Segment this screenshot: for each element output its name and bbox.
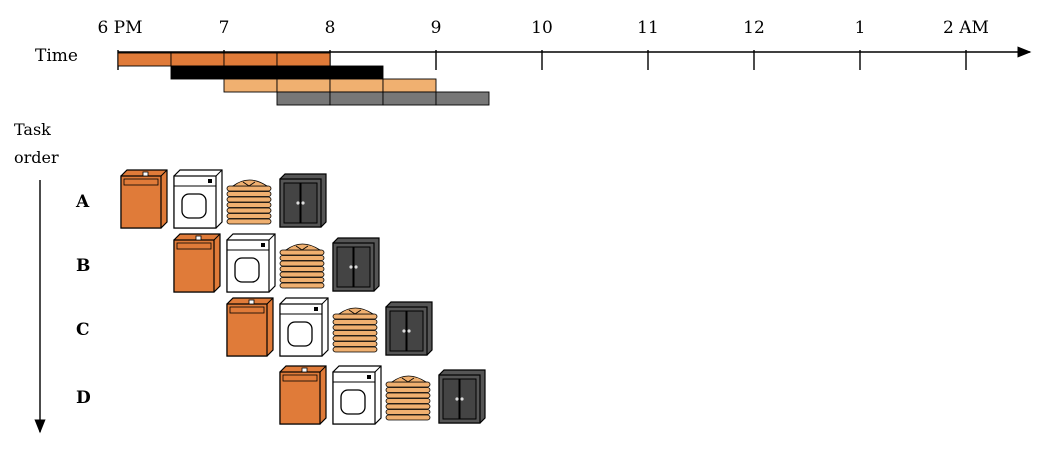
timeline-bar-segment <box>223 78 278 93</box>
dryer-icon <box>173 169 223 229</box>
timeline-bar-segment <box>382 78 437 93</box>
washer-icon <box>173 233 221 293</box>
task-label-c: C <box>76 320 90 340</box>
closet-icon <box>332 237 380 292</box>
task-order-label-line1: Task <box>14 120 51 139</box>
timeline-bar-segment <box>223 52 278 67</box>
closet-icon <box>385 301 433 356</box>
folded-clothes-icon <box>385 375 431 421</box>
timeline-bar-segment <box>223 65 278 80</box>
timeline-bar-segment <box>329 91 384 106</box>
timeline-bar-segment <box>435 91 490 106</box>
washer-icon <box>279 365 327 425</box>
timeline-bar-segment <box>117 52 172 67</box>
time-tick-label: 6 PM <box>97 18 143 38</box>
time-tick-label: 11 <box>637 18 659 38</box>
folded-clothes-icon <box>332 307 378 353</box>
task-label-b: B <box>76 256 91 276</box>
task-row-c <box>226 297 433 357</box>
timeline-bar-segment <box>276 65 331 80</box>
timeline-bar-segment <box>276 91 331 106</box>
task-label-d: D <box>76 388 91 408</box>
timeline-bars <box>117 52 490 106</box>
dryer-icon <box>279 297 329 357</box>
task-row-b <box>173 233 380 293</box>
washer-icon <box>120 169 168 229</box>
time-tick-label: 9 <box>430 18 442 38</box>
timeline-bar-segment <box>276 52 331 67</box>
closet-icon <box>438 369 486 424</box>
dryer-icon <box>226 233 276 293</box>
task-order-label-line2: order <box>14 148 59 167</box>
closet-icon <box>279 173 327 228</box>
timeline-bar-segment <box>382 91 437 106</box>
time-tick-label: 7 <box>218 18 230 38</box>
axes <box>34 46 1032 434</box>
timeline-bar-segment <box>329 78 384 93</box>
task-row-a <box>120 169 327 229</box>
time-axis-label: Time <box>35 46 78 66</box>
task-label-a: A <box>76 192 90 212</box>
task-icons <box>120 169 486 425</box>
time-tick-label: 10 <box>531 18 553 38</box>
timeline-bar-segment <box>329 65 384 80</box>
time-tick-label: 2 AM <box>943 18 989 38</box>
folded-clothes-icon <box>279 243 325 289</box>
timeline-bar-segment <box>276 78 331 93</box>
folded-clothes-icon <box>226 179 272 225</box>
washer-icon <box>226 297 274 357</box>
time-tick-label: 12 <box>743 18 765 38</box>
dryer-icon <box>332 365 382 425</box>
task-row-d <box>279 365 486 425</box>
timeline-bar-segment <box>170 65 225 80</box>
time-tick-label: 8 <box>324 18 336 38</box>
timeline-bar-segment <box>170 52 225 67</box>
time-tick-label: 1 <box>854 18 866 38</box>
